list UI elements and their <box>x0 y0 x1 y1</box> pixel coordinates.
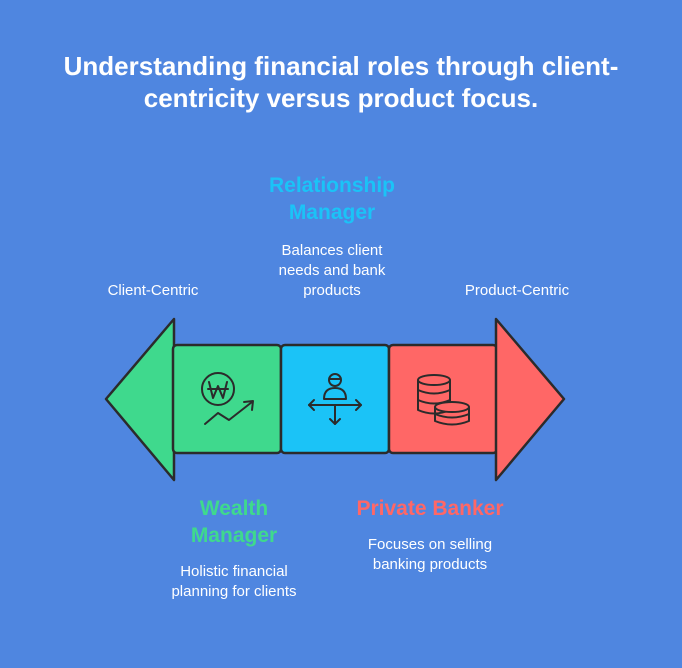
wealth-manager-heading-line1: Wealth <box>199 497 269 520</box>
person-balance-icon <box>308 373 362 425</box>
wealth-manager-heading: Wealth Manager <box>134 495 334 549</box>
relationship-manager-description-line1: Balances client <box>281 242 383 259</box>
wealth-manager-segment <box>171 343 283 455</box>
won-growth-icon <box>201 372 254 425</box>
private-banker-description-line2: banking products <box>372 556 488 573</box>
client-centric-label: Client-Centric <box>107 282 199 299</box>
relationship-manager-description-line3: products <box>303 282 361 299</box>
diagram-title: Understanding financial roles through cl… <box>63 51 619 113</box>
wealth-manager-description-line1: Holistic financial <box>180 563 288 580</box>
relationship-manager-heading-line1: Relationship <box>268 174 395 197</box>
relationship-manager-description: Balances client needs and bank products <box>232 241 432 301</box>
coins-stack-icon <box>417 374 470 426</box>
right-arrow-head <box>494 317 566 482</box>
relationship-manager-heading-line2: Manager <box>288 201 376 224</box>
relationship-manager-heading: Relationship Manager <box>232 172 432 226</box>
private-banker-description: Focuses on selling banking products <box>330 535 530 575</box>
wealth-manager-heading-line2: Manager <box>190 524 278 547</box>
wealth-manager-description: Holistic financial planning for clients <box>134 562 334 602</box>
private-banker-description-line1: Focuses on selling <box>367 536 493 553</box>
left-arrow-head <box>104 317 176 482</box>
product-centric-label: Product-Centric <box>464 282 570 299</box>
wealth-manager-description-line2: planning for clients <box>171 583 297 600</box>
private-banker-segment <box>387 343 499 455</box>
private-banker-heading: Private Banker <box>356 497 504 520</box>
relationship-manager-description-line2: needs and bank <box>278 262 386 279</box>
